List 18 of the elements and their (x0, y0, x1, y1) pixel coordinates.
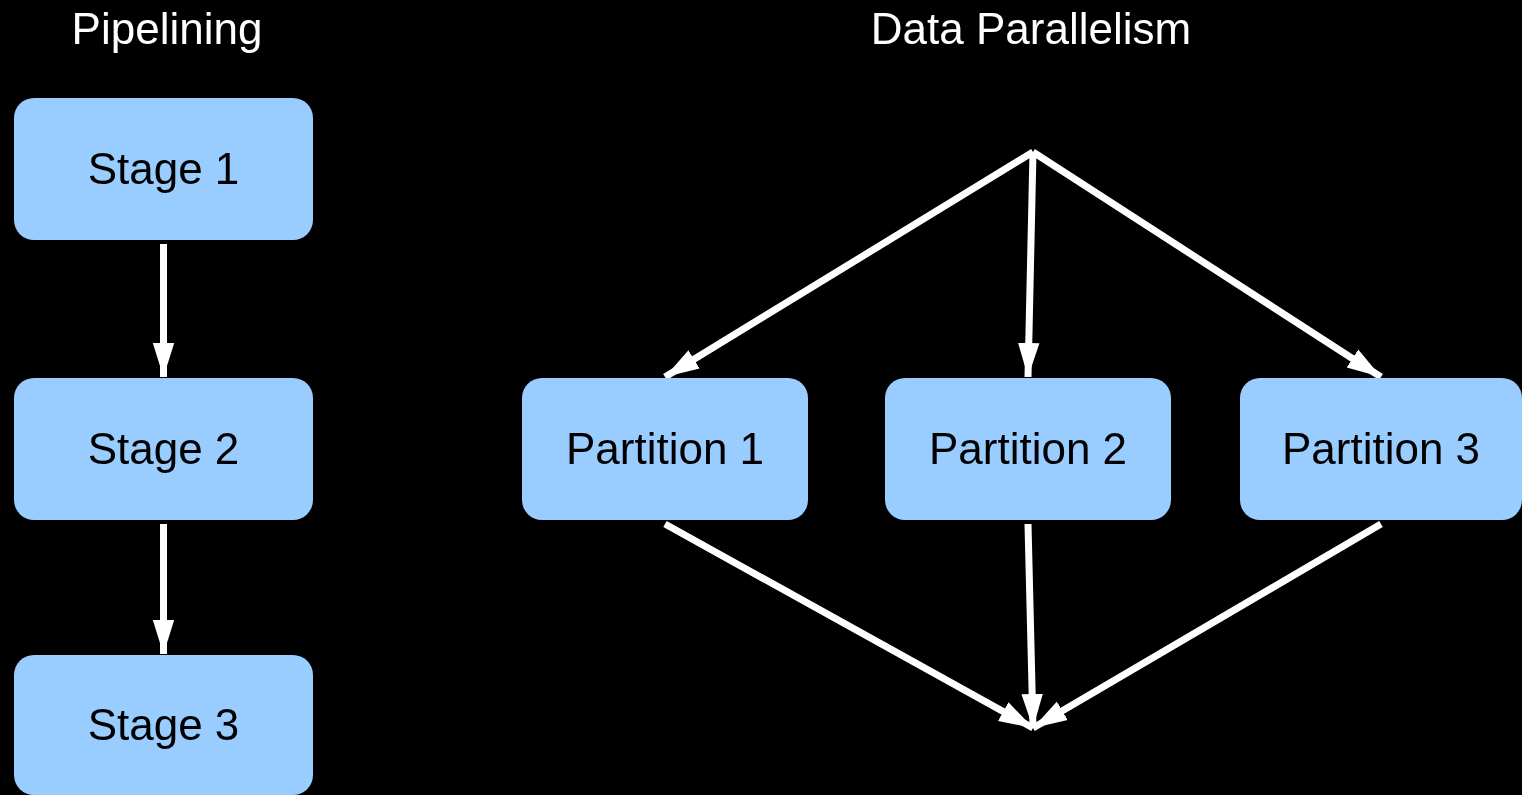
node-label: Stage 1 (87, 144, 240, 194)
node-label: Partition 2 (928, 424, 1128, 474)
section-heading: Pipelining (71, 4, 263, 54)
process-box (14, 655, 313, 795)
arrow (663, 149, 1035, 380)
node-label: Partition 1 (565, 424, 765, 474)
node-label: Partition 3 (1281, 424, 1481, 474)
process-box (14, 378, 313, 520)
process-box (1240, 378, 1522, 520)
node-label: Stage 2 (87, 424, 240, 474)
process-box (885, 378, 1171, 520)
node-label: Stage 3 (87, 700, 240, 750)
arrow (1031, 149, 1383, 380)
arrow (1031, 521, 1383, 731)
process-box (522, 378, 808, 520)
arrow (663, 520, 1035, 732)
section-heading: Data Parallelism (870, 4, 1192, 54)
process-box (14, 98, 313, 240)
